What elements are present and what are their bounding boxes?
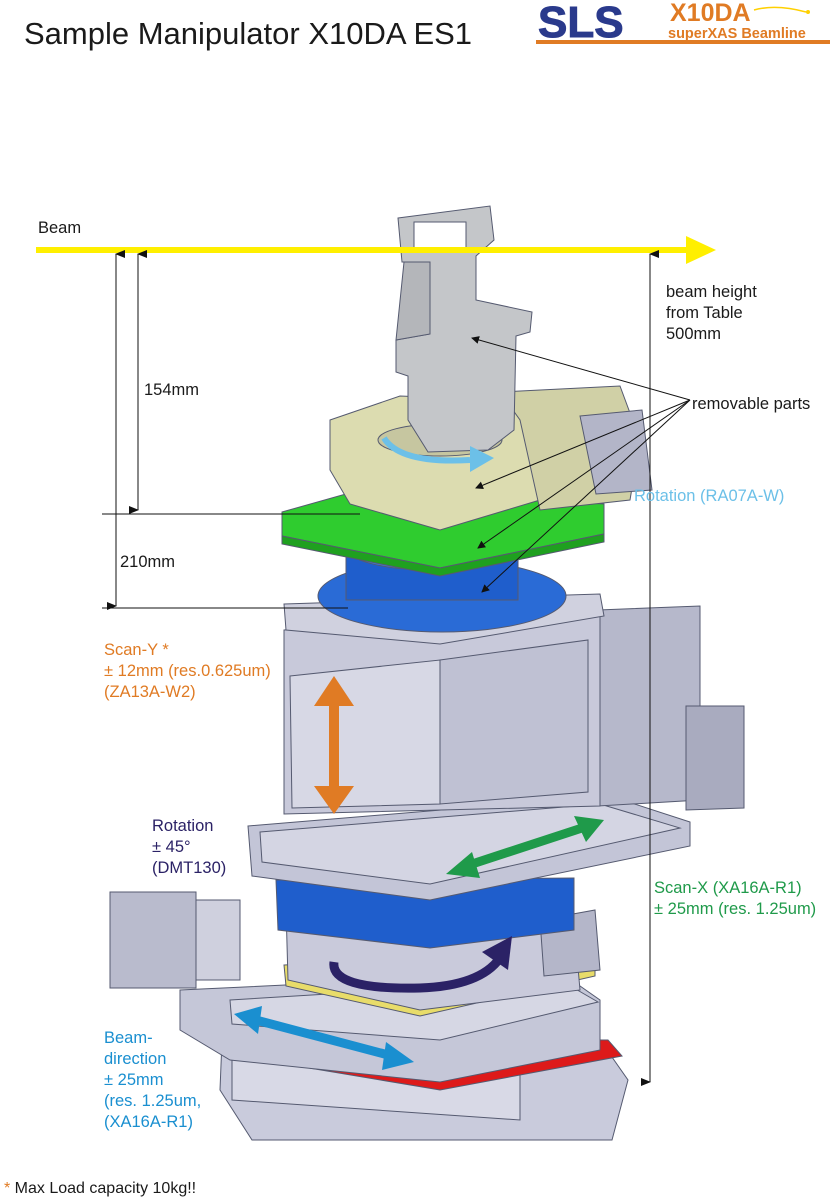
beam-direction-line-2: direction xyxy=(104,1050,167,1068)
beam-height-line-2: from Table xyxy=(666,304,743,322)
scan-x-line-2: ± 25mm (res. 1.25um) xyxy=(654,900,817,918)
beam-direction-line-1: Beam- xyxy=(104,1029,153,1047)
beam-direction-line-5: (XA16A-R1) xyxy=(104,1113,193,1131)
removable-parts-label: removable parts xyxy=(692,395,811,413)
dimension-210-label: 210mm xyxy=(120,553,176,571)
scan-x-line-1: Scan-X (XA16A-R1) xyxy=(654,879,802,897)
scan-y-line-2: ± 12mm (res.0.625um) xyxy=(104,662,271,680)
logo-graphic: SLS X10DA superXAS Beamline xyxy=(536,0,830,46)
logo-sls-text: SLS xyxy=(538,0,624,46)
removable-parts-leaders xyxy=(471,336,691,593)
sls-logo: SLS X10DA superXAS Beamline xyxy=(536,0,832,46)
scan-y-line-1: Scan-Y * xyxy=(104,641,169,659)
rotation-45-line-3: (DMT130) xyxy=(152,859,227,877)
footnote-star: * xyxy=(4,1180,11,1197)
beam-direction-label: Beam- direction ± 25mm (res. 1.25um, (XA… xyxy=(104,1028,201,1133)
rotation-45-line-1: Rotation xyxy=(152,817,214,835)
rotation-top-arrow xyxy=(381,436,494,472)
scan-y-arrow xyxy=(314,676,354,814)
beam-height-line-1: beam height xyxy=(666,283,757,301)
beam-label: Beam xyxy=(38,219,82,237)
rotation-45-arrow xyxy=(329,936,512,993)
page-title: Sample Manipulator X10DA ES1 xyxy=(24,16,473,51)
logo-x10da-text: X10DA xyxy=(670,0,751,27)
rotation-45-label: Rotation ± 45° (DMT130) xyxy=(152,816,226,879)
rotation-45-line-2: ± 45° xyxy=(152,838,191,856)
logo-beamline-text: superXAS Beamline xyxy=(668,26,806,42)
rotation-top-label: Rotation (RA07A-W) xyxy=(634,487,785,505)
dimension-lines xyxy=(102,250,659,1086)
scan-x-label: Scan-X (XA16A-R1) ± 25mm (res. 1.25um) xyxy=(654,878,816,920)
beam-height-label: beam height from Table 500mm xyxy=(666,282,757,345)
dimension-154-label: 154mm xyxy=(144,381,200,399)
beam-direction-line-4: (res. 1.25um, xyxy=(104,1092,202,1110)
beam-direction-line-3: ± 25mm xyxy=(104,1071,164,1089)
beam-height-line-3: 500mm xyxy=(666,325,722,343)
footnote: * Max Load capacity 10kg!! xyxy=(4,1180,196,1198)
scan-x-arrow xyxy=(446,816,604,878)
scan-y-label: Scan-Y * ± 12mm (res.0.625um) (ZA13A-W2) xyxy=(104,640,271,703)
beam-direction-arrow xyxy=(234,1006,414,1070)
footnote-text: Max Load capacity 10kg!! xyxy=(10,1180,197,1197)
scan-y-line-3: (ZA13A-W2) xyxy=(104,683,196,701)
